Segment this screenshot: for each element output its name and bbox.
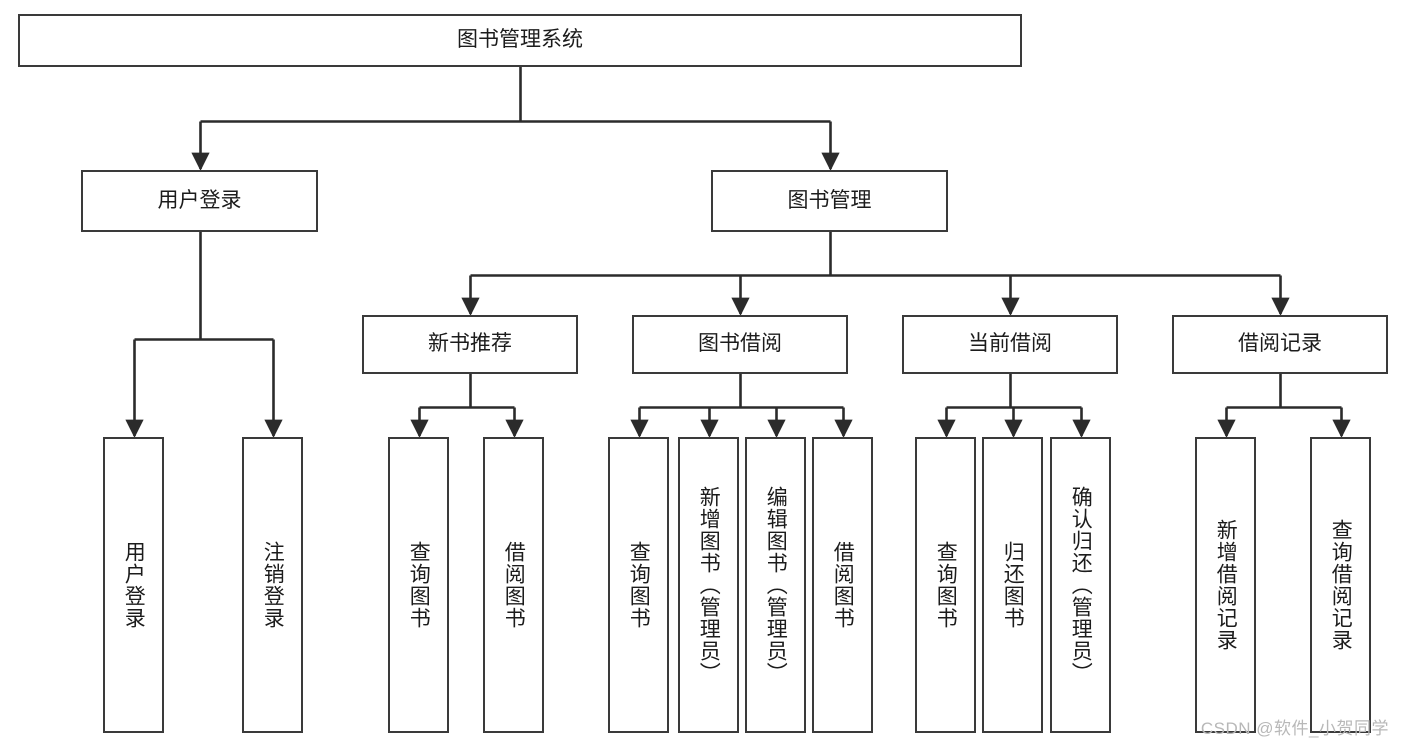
node-label: 新增借阅记录 — [1214, 519, 1238, 651]
node-label: 查询图书 — [407, 541, 431, 629]
node-label: 归还图书 — [1001, 541, 1025, 629]
node-label: 注销登录 — [261, 541, 285, 629]
leaf-confirm-return-admin[interactable]: 确认归还（管理员） — [1050, 437, 1111, 733]
node-new-book-recommendation[interactable]: 新书推荐 — [362, 315, 578, 374]
leaf-edit-book-admin[interactable]: 编辑图书（管理员） — [745, 437, 806, 733]
node-label: 新书推荐 — [428, 332, 512, 356]
leaf-borrow-book-recommend[interactable]: 借阅图书 — [483, 437, 544, 733]
leaf-add-book-admin[interactable]: 新增图书（管理员） — [678, 437, 739, 733]
leaf-add-borrow-record[interactable]: 新增借阅记录 — [1195, 437, 1256, 733]
node-borrow-record[interactable]: 借阅记录 — [1172, 315, 1388, 374]
node-label: 用户登录 — [157, 188, 242, 212]
node-root[interactable]: 图书管理系统 — [18, 14, 1022, 67]
node-label: 编辑图书（管理员） — [764, 486, 788, 684]
node-book-borrow[interactable]: 图书借阅 — [632, 315, 848, 374]
node-label: 确认归还（管理员） — [1069, 486, 1093, 684]
node-label: 用户登录 — [122, 541, 146, 629]
node-label: 图书管理系统 — [457, 28, 583, 52]
leaf-return-book[interactable]: 归还图书 — [982, 437, 1043, 733]
leaf-query-book-current[interactable]: 查询图书 — [915, 437, 976, 733]
node-current-borrow[interactable]: 当前借阅 — [902, 315, 1118, 374]
leaf-borrow-book[interactable]: 借阅图书 — [812, 437, 873, 733]
node-label: 查询图书 — [627, 541, 651, 629]
node-label: 新增图书（管理员） — [697, 486, 721, 684]
node-label: 查询借阅记录 — [1329, 519, 1353, 651]
node-user-login-module[interactable]: 用户登录 — [81, 170, 318, 232]
watermark: CSDN @软件_小贺同学 — [1200, 719, 1389, 738]
leaf-user-login[interactable]: 用户登录 — [103, 437, 164, 733]
leaf-query-book-borrow[interactable]: 查询图书 — [608, 437, 669, 733]
node-label: 借阅图书 — [502, 541, 526, 629]
node-book-management-module[interactable]: 图书管理 — [711, 170, 948, 232]
node-label: 借阅记录 — [1238, 332, 1322, 356]
node-label: 查询图书 — [934, 541, 958, 629]
node-label: 借阅图书 — [831, 541, 855, 629]
leaf-logout[interactable]: 注销登录 — [242, 437, 303, 733]
node-label: 当前借阅 — [968, 332, 1052, 356]
node-label: 图书管理 — [787, 188, 872, 212]
leaf-query-book-recommend[interactable]: 查询图书 — [388, 437, 449, 733]
node-label: 图书借阅 — [698, 332, 782, 356]
leaf-query-borrow-record[interactable]: 查询借阅记录 — [1310, 437, 1371, 733]
